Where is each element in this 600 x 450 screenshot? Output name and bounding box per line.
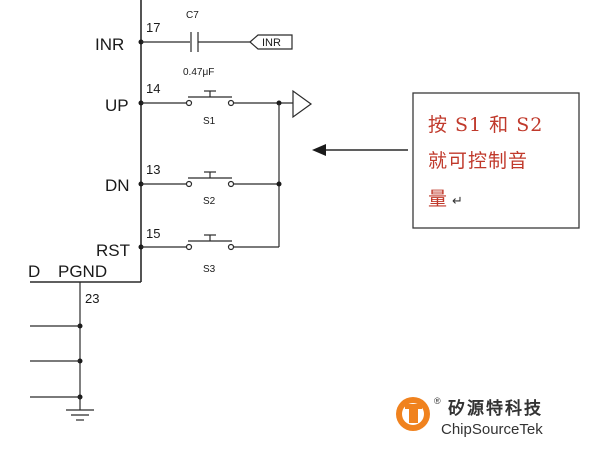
pin-label-pgnd: PGND	[58, 262, 107, 281]
pin-prefix-d: D	[28, 262, 40, 281]
annotation-box	[412, 92, 580, 229]
pin-number-23: 23	[85, 291, 99, 306]
logo-name-en: ChipSourceTek	[441, 421, 543, 438]
capacitor-value: 0.47μF	[183, 67, 214, 78]
pin-number-15: 15	[146, 226, 160, 241]
logo-registered-mark: ®	[434, 396, 441, 406]
net-port-inr	[249, 34, 293, 50]
pin-label-inr: INR	[95, 35, 124, 54]
pin-number-14: 14	[146, 81, 160, 96]
pin-label-rst: RST	[96, 241, 130, 260]
net-port-label: INR	[262, 37, 281, 49]
logo-name-cn: 矽源特科技	[448, 398, 543, 419]
annotation-line-2: 就可控制音	[428, 150, 528, 172]
annotation-line-3: 量	[428, 188, 448, 210]
pin-label-dn: DN	[105, 176, 130, 195]
switch-label-s3: S3	[203, 264, 216, 275]
pin-number-17: 17	[146, 20, 160, 35]
brand-logo	[396, 397, 430, 431]
port-triangle	[292, 89, 313, 119]
annotation-return-mark: ↵	[452, 193, 463, 208]
switch-s3	[185, 234, 235, 251]
annotation-arrowhead	[312, 144, 326, 156]
switch-s1	[185, 90, 235, 107]
capacitor-ref: C7	[186, 10, 199, 21]
pin-number-13: 13	[146, 162, 160, 177]
switch-label-s2: S2	[203, 196, 216, 207]
switch-label-s1: S1	[203, 116, 216, 127]
annotation-line-1: 按 S1 和 S2	[428, 114, 543, 136]
ground-symbol	[66, 397, 94, 421]
switch-s2	[185, 171, 235, 188]
junction-dot	[276, 181, 282, 187]
pin-label-up: UP	[105, 96, 129, 115]
